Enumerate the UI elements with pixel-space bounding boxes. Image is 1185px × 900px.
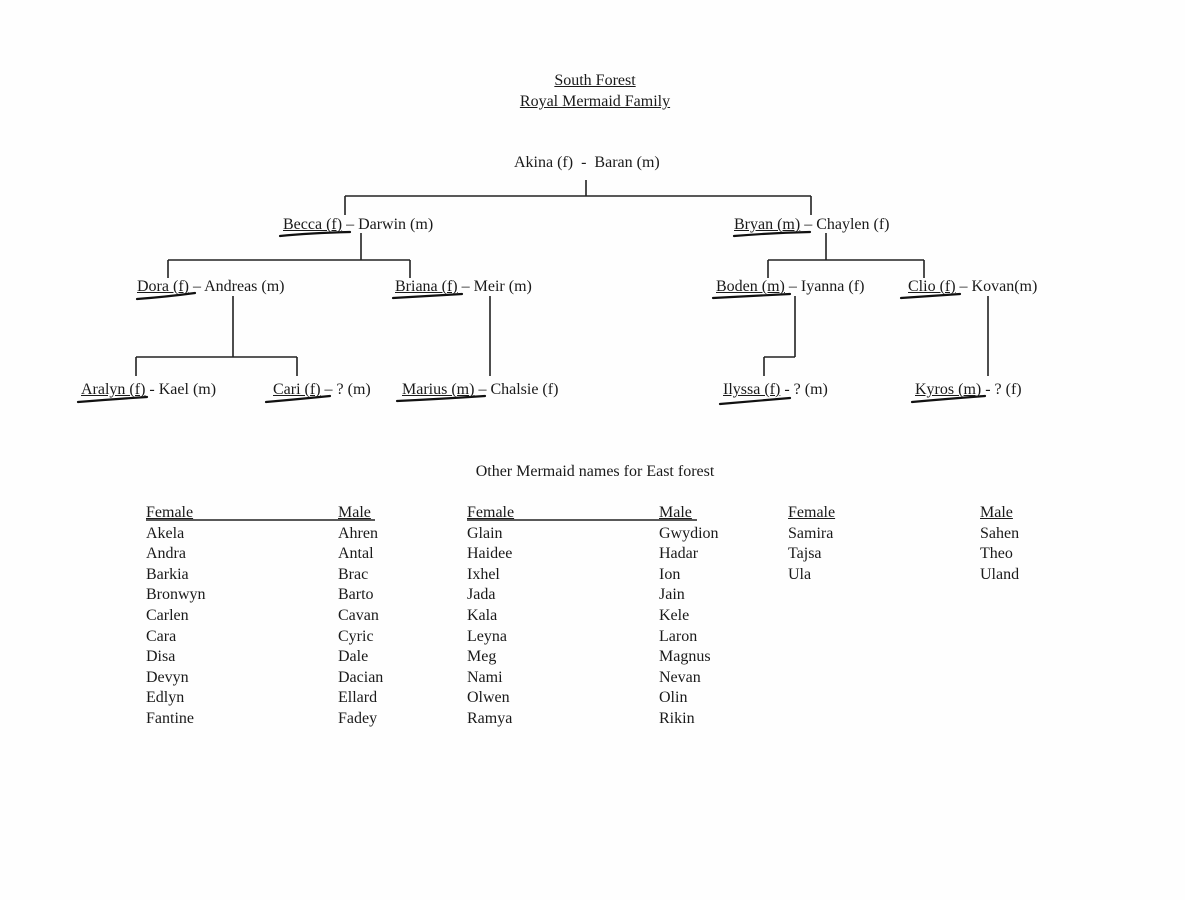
node-spouse: – Chaylen (f) [800,216,890,233]
node-spouse: - Kael (m) [145,381,217,398]
male-name-item: Dale [338,648,369,666]
male-column-header: Male [980,504,1013,521]
female-name-item: Bronwyn [146,586,206,604]
tree-node-bryan-chaylen: Bryan (m) – Chaylen (f) [734,216,890,234]
female-name-item: Disa [146,648,176,666]
node-spouse: – Kovan(m) [955,278,1038,295]
tree-node-boden-iyanna: Boden (m) – Iyanna (f) [716,278,864,296]
node-name: Aralyn (f) [81,381,146,398]
male-name-item: Sahen [980,524,1020,542]
tree-node-aralyn-kael: Aralyn (f) - Kael (m) [81,381,216,399]
tree-node-kyros: Kyros (m) - ? (f) [915,381,1022,399]
names-section-heading: Other Mermaid names for East forest [475,463,715,480]
node-name: Kyros (m) [915,381,982,398]
female-name-item: Carlen [146,606,189,624]
node-spouse: - ? (f) [981,381,1022,398]
male-name-item: Olin [659,689,688,707]
male-name-item: Antal [338,545,374,563]
male-name-item: Kele [659,606,690,624]
node-name: Clio (f) [908,278,956,295]
male-name-item: Laron [659,627,698,645]
male-name-item: Jain [659,586,685,604]
node-spouse: – Darwin (m) [342,216,434,233]
node-spouse: - ? (m) [780,381,828,398]
female-name-item: Tajsa [788,545,822,563]
node-name: Cari (f) [273,381,321,398]
node-spouse: – Meir (m) [457,278,532,295]
male-column-header: Male [338,504,371,521]
female-name-item: Devyn [146,668,189,686]
female-column-header: Female [146,504,194,521]
tree-node-ilyssa: Ilyssa (f) - ? (m) [723,381,828,399]
female-name-item: Ula [788,565,812,583]
female-name-item: Akela [146,524,185,542]
male-column-header: Male [659,504,692,521]
page-title-line2: Royal Mermaid Family [519,93,671,110]
female-name-item: Fantine [146,709,194,727]
male-name-item: Magnus [659,648,711,666]
male-name-item: Hadar [659,545,699,563]
node-name: Ilyssa (f) [723,381,781,398]
female-name-item: Andra [146,545,186,563]
female-name-item: Edlyn [146,689,185,707]
female-name-item: Samira [788,524,834,542]
female-name-item: Jada [467,586,496,604]
female-name-item: Glain [467,524,503,542]
male-name-item: Theo [980,545,1013,563]
female-name-item: Leyna [467,627,507,645]
female-name-item: Nami [467,668,503,686]
node-spouse: – ? (m) [320,381,371,398]
tree-node-becca-darwin: Becca (f) – Darwin (m) [283,216,433,234]
female-name-item: Cara [146,627,177,645]
node-spouse: – Andreas (m) [188,278,285,295]
female-column-header: Female [788,504,836,521]
node-name: Bryan (m) [734,216,801,233]
male-name-item: Nevan [659,668,701,686]
tree-node-root: Akina (f) - Baran (m) [514,154,660,172]
female-name-item: Haidee [467,545,513,563]
male-name-item: Ion [659,565,681,583]
root-couple: Akina (f) - Baran (m) [514,154,660,171]
male-name-item: Dacian [338,668,384,686]
male-name-item: Gwydion [659,524,719,542]
node-name: Dora (f) [137,278,189,295]
male-name-item: Barto [338,586,374,604]
male-name-item: Fadey [338,709,378,727]
tree-node-cari: Cari (f) – ? (m) [273,381,371,399]
male-name-item: Uland [980,565,1020,583]
node-name: Briana (f) [395,278,458,295]
node-spouse: – Iyanna (f) [784,278,865,295]
male-name-item: Cavan [338,606,379,624]
female-name-item: Meg [467,648,497,666]
male-name-item: Ahren [338,524,378,542]
male-name-item: Brac [338,565,369,583]
tree-node-marius-chalsie: Marius (m) – Chalsie (f) [402,381,558,399]
tree-node-briana-meir: Briana (f) – Meir (m) [395,278,532,296]
female-name-item: Ixhel [467,565,500,583]
tree-node-dora-andreas: Dora (f) – Andreas (m) [137,278,285,296]
female-name-item: Barkia [146,565,189,583]
female-name-item: Olwen [467,689,510,707]
node-name: Marius (m) [402,381,475,398]
female-name-item: Ramya [467,709,513,727]
male-name-item: Rikin [659,709,695,727]
node-name: Becca (f) [283,216,343,233]
male-name-item: Ellard [338,689,378,707]
male-name-item: Cyric [338,627,374,645]
tree-node-clio-kovan: Clio (f) – Kovan(m) [908,278,1037,296]
node-name: Boden (m) [716,278,785,295]
node-spouse: – Chalsie (f) [474,381,559,398]
female-name-item: Kala [467,606,498,624]
page-title-line1: South Forest [554,72,636,89]
female-column-header: Female [467,504,515,521]
